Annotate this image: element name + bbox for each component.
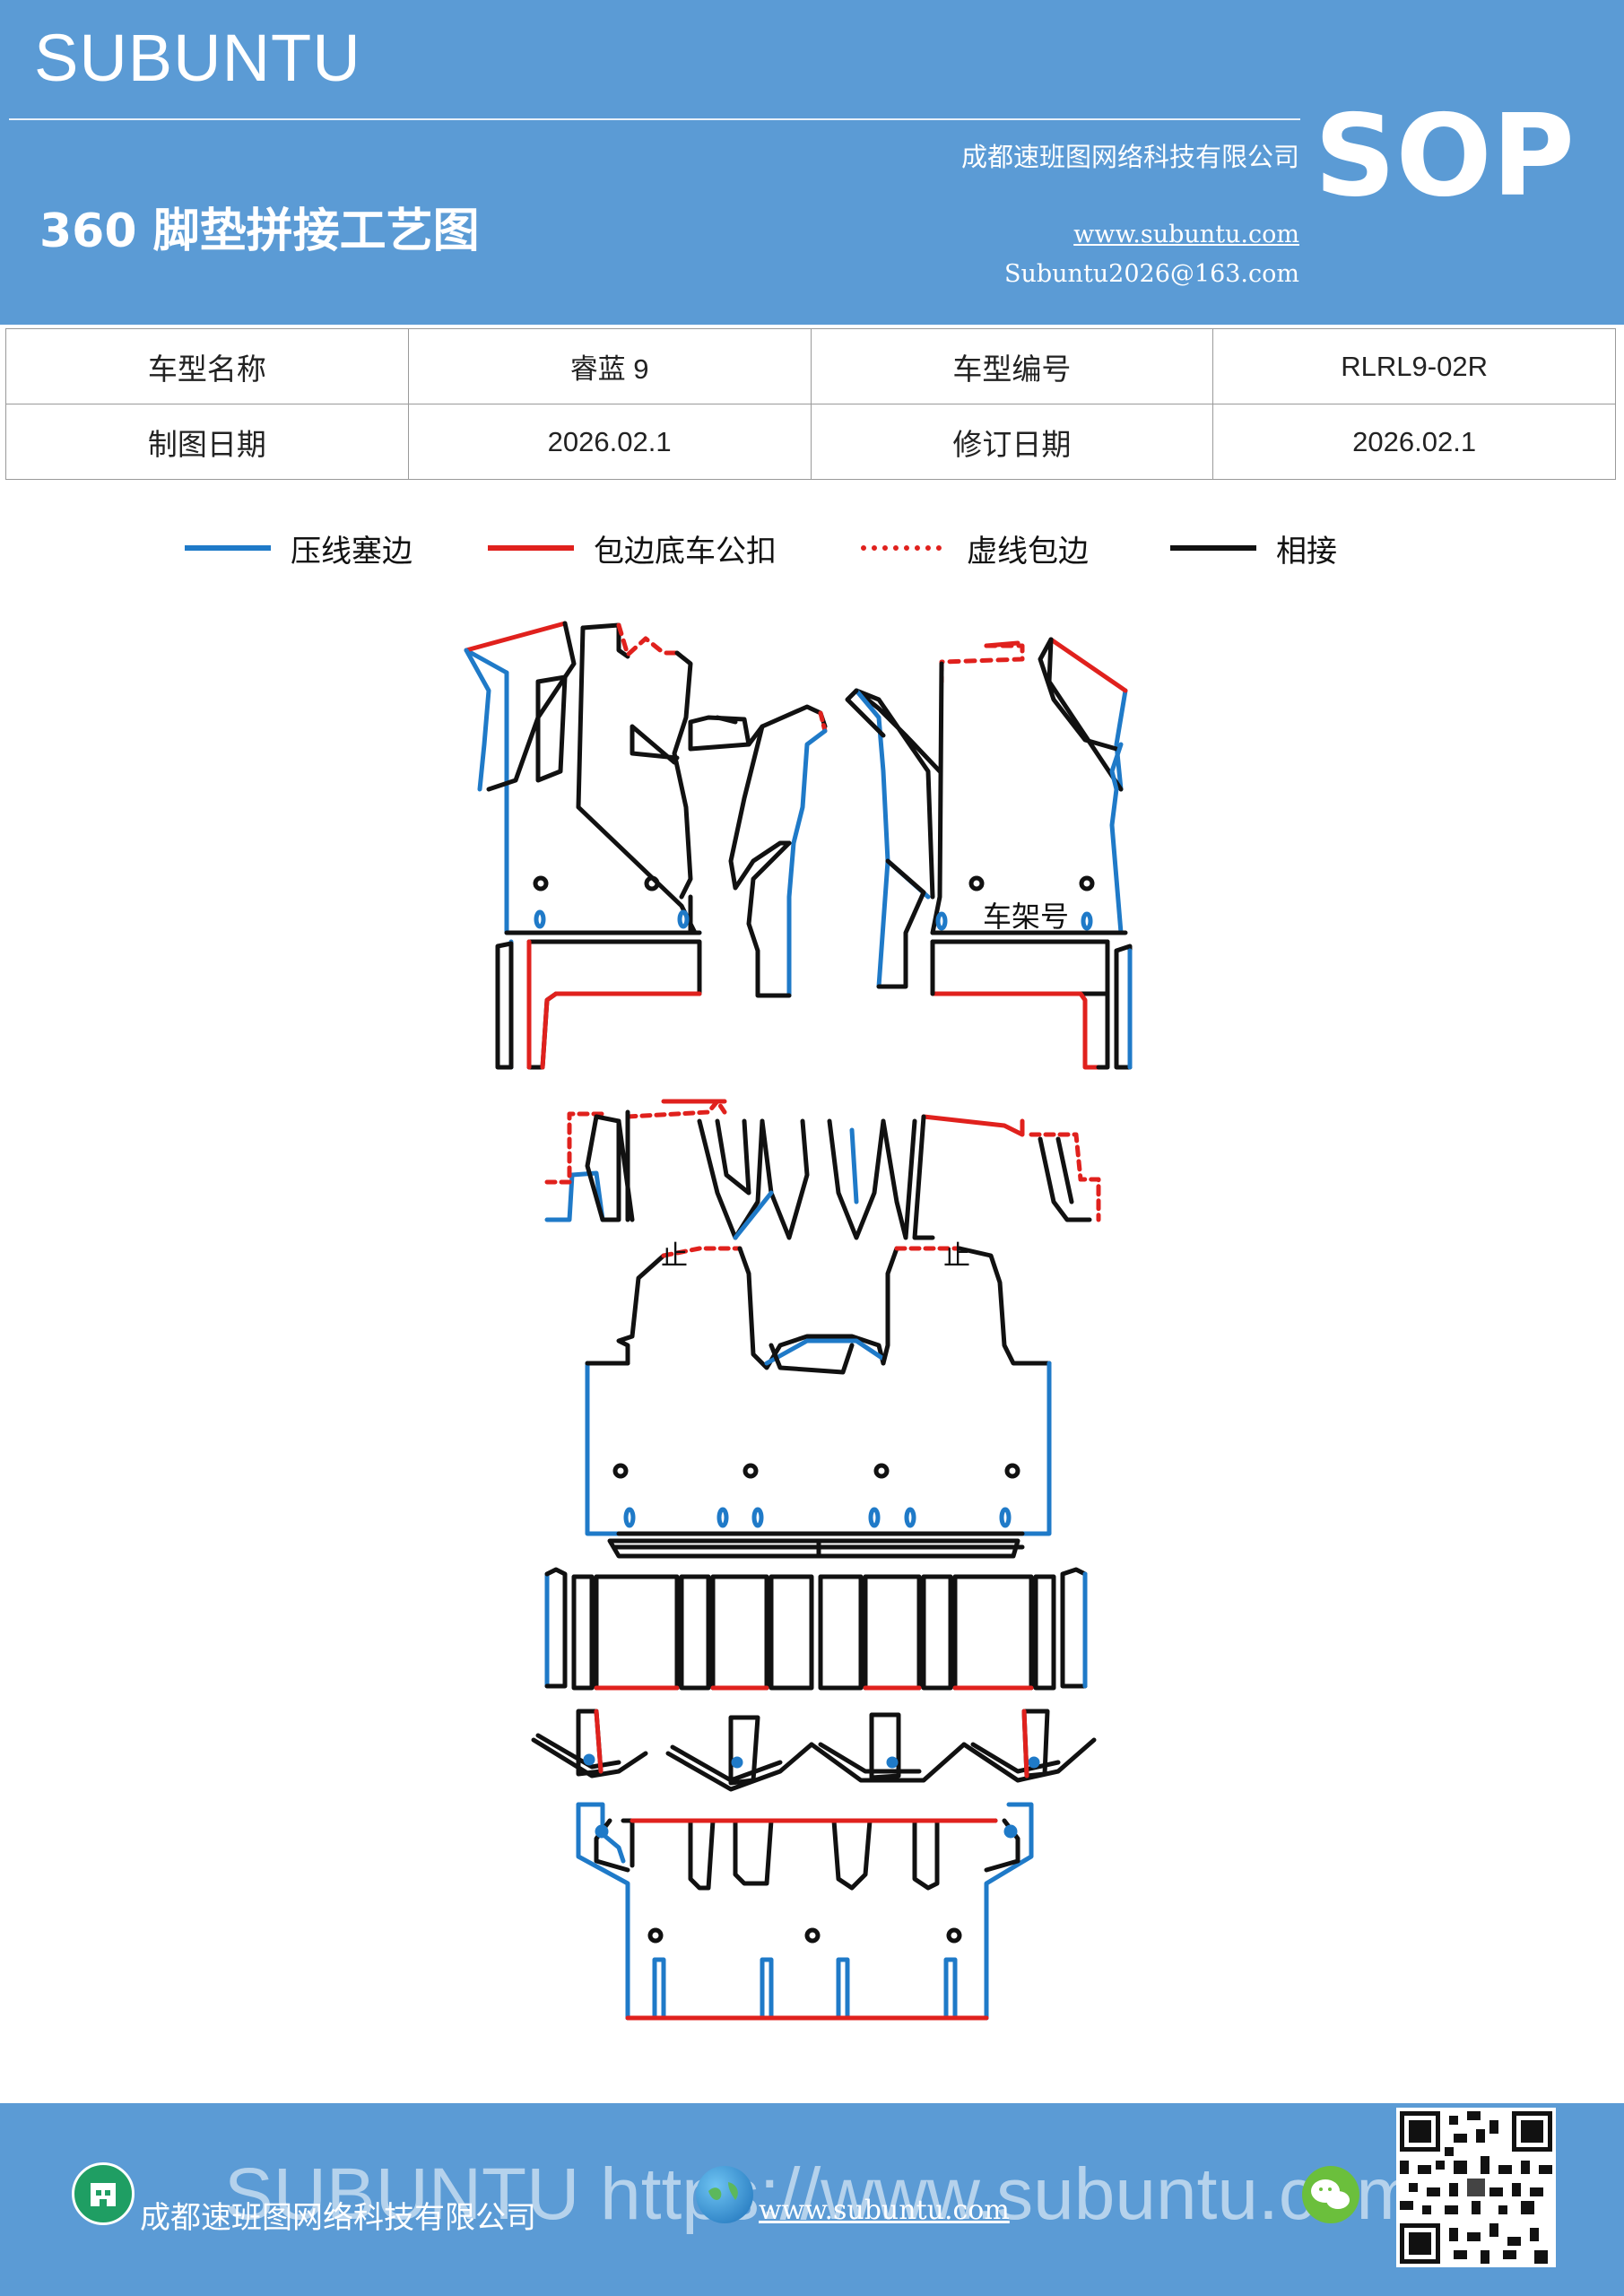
draw-date-label: 制图日期 [5,404,409,480]
revise-date-label: 修订日期 [810,404,1214,480]
frame-number-label: 车架号 [983,900,1069,934]
qr-code [1396,2108,1556,2267]
page-header: SUBUNTU 360 脚垫拼接工艺图 成都速班图网络科技有限公司 www.su… [0,0,1624,325]
legend-swatch-black [1170,545,1256,551]
sop-badge: SOP [1314,90,1575,222]
draw-date-value: 2026.02.1 [407,404,812,480]
stop-mark-right: 止 [943,1240,970,1272]
rear-main-mat: 止 止 [585,1240,1052,1559]
legend-item-dotted-edge: 虚线包边 [861,525,1089,571]
mat-pattern-drawing: 车架号 [464,621,1133,2021]
legend-swatch-red-dotted [861,545,942,551]
middle-tunnel-strips [544,1099,1101,1240]
table-row: 制图日期 2026.02.1 修订日期 2026.02.1 [5,404,1616,480]
front-left-mat [464,621,828,1070]
model-name-value: 睿蓝 9 [407,328,812,404]
header-email: Subuntu2026@163.com [1004,260,1299,288]
header-website-link[interactable]: www.subuntu.com [1073,221,1299,248]
revise-date-value: 2026.02.1 [1212,404,1616,480]
legend-item-red-buckle: 包边底车公扣 [488,525,777,571]
header-company: 成都速班图网络科技有限公司 [960,142,1299,172]
model-code-label: 车型编号 [810,328,1214,404]
document-title: 360 脚垫拼接工艺图 [39,204,480,258]
company-icon [72,2162,135,2225]
footer-website-link[interactable]: www.subuntu.com [759,2195,1010,2226]
table-row: 车型名称 睿蓝 9 车型编号 RLRL9-02R [5,328,1616,404]
front-right-mat: 车架号 [845,637,1133,1070]
legend-label: 相接 [1276,533,1337,570]
legend-item-press-edge: 压线塞边 [185,525,413,571]
model-code-value: RLRL9-02R [1212,328,1616,404]
legend-label: 压线塞边 [291,533,413,570]
rear-strip-row [544,1567,1088,1691]
legend-label: 虚线包边 [967,533,1089,570]
page-footer: SUBUNTU https://www.subuntu.com 成都速班图网络科… [0,2103,1624,2296]
header-divider [9,118,1300,120]
stop-mark-left: 止 [661,1240,688,1272]
trunk-mat [576,1802,1034,2021]
watermark-text: SUBUNTU https://www.subuntu.com [224,2153,1418,2235]
footer-company: 成都速班图网络科技有限公司 [140,2200,536,2236]
globe-icon [696,2166,753,2223]
legend-label: 包边底车公扣 [594,533,777,570]
legend-swatch-red [488,545,574,551]
legend-swatch-blue [185,545,271,551]
brand-logo-text: SUBUNTU [34,21,361,95]
legend-item-joined: 相接 [1170,525,1337,571]
wechat-icon[interactable] [1302,2166,1359,2223]
heel-pad-row [531,1709,1097,1792]
vehicle-info-table: 车型名称 睿蓝 9 车型编号 RLRL9-02R 制图日期 2026.02.1 … [5,328,1616,480]
model-name-label: 车型名称 [5,328,409,404]
